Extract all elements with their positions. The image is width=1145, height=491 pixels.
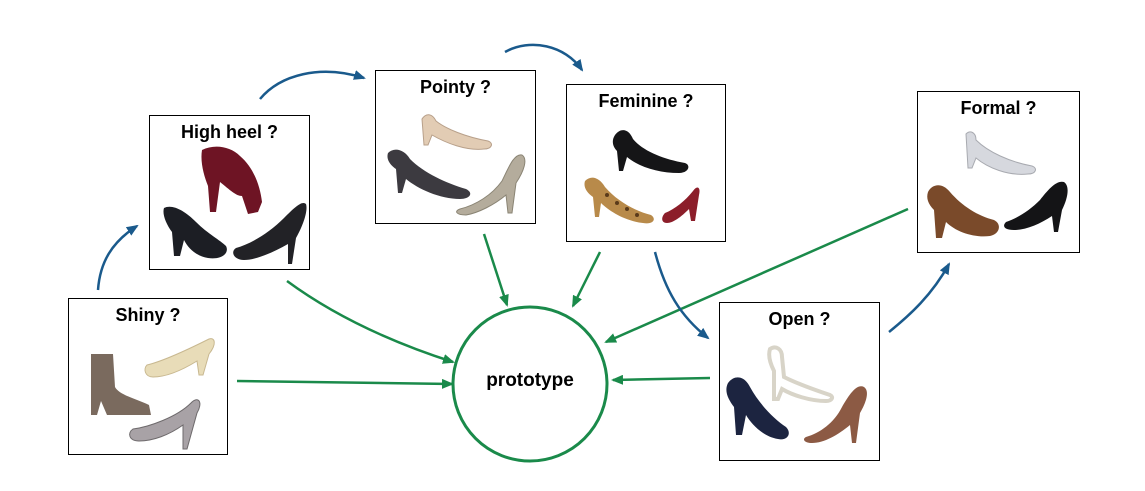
brown-peep-toe-icon	[804, 386, 867, 443]
ankle-boot-icon	[91, 354, 151, 415]
box-title-shiny: Shiny ?	[115, 305, 181, 325]
arrow-open-to-formal	[888, 262, 951, 333]
box-formal: Formal ?	[917, 91, 1080, 253]
white-strappy-sandal-icon	[767, 345, 835, 404]
silver-metallic-pump-icon	[456, 154, 526, 216]
shoe-images-open	[726, 345, 867, 443]
dark-grey-pump-icon	[387, 149, 471, 199]
arrow-pointy-to-feminine	[504, 43, 584, 72]
shoe-images-feminine	[584, 130, 700, 224]
arrow-feminine-to-prototype	[571, 251, 602, 308]
shoe-images-shiny	[91, 338, 215, 450]
arrow-shiny-to-highheel	[96, 224, 139, 291]
box-title-open: Open ?	[768, 309, 831, 329]
arrow-shiny-to-prototype	[236, 378, 454, 389]
burgundy-bootie-icon	[201, 146, 262, 214]
arrow-highheel-to-pointy	[259, 70, 366, 100]
silver-slingback-icon	[965, 131, 1036, 175]
black-pointy-pump-icon	[612, 130, 689, 173]
navy-peep-toe-icon	[726, 377, 789, 440]
black-platform-pump-icon	[163, 206, 227, 259]
box-title-high-heel: High heel ?	[180, 122, 278, 142]
box-open: Open ?	[719, 302, 880, 461]
box-title-pointy: Pointy ?	[420, 77, 491, 97]
arrow-feminine-to-open	[653, 251, 710, 340]
box-pointy: Pointy ?	[375, 70, 536, 224]
shoe-images-pointy	[387, 114, 526, 216]
box-feminine: Feminine ?	[566, 84, 726, 242]
arrow-formal-to-prototype	[604, 207, 909, 344]
box-shiny: Shiny ?	[68, 298, 228, 455]
brown-loafer-heel-icon	[927, 185, 999, 238]
shoe-images-formal	[927, 131, 1068, 238]
black-open-heel-icon	[1004, 181, 1068, 232]
arrow-open-to-prototype	[611, 374, 711, 385]
shoe-images-high-heel	[163, 146, 307, 264]
silver-pump-icon	[129, 399, 201, 450]
box-title-formal: Formal ?	[960, 98, 1037, 118]
black-heel-icon	[233, 202, 307, 264]
cream-pump-icon	[144, 338, 215, 378]
red-pump-icon	[662, 187, 700, 223]
box-title-feminine: Feminine ?	[598, 91, 694, 111]
arrow-highheel-to-prototype	[286, 279, 455, 364]
leopard-pump-icon	[584, 177, 654, 224]
prototype-label: prototype	[486, 370, 574, 391]
beige-slingback-icon	[421, 114, 492, 150]
arrow-pointy-to-prototype	[482, 233, 509, 307]
box-high-heel: High heel ?	[149, 115, 310, 270]
